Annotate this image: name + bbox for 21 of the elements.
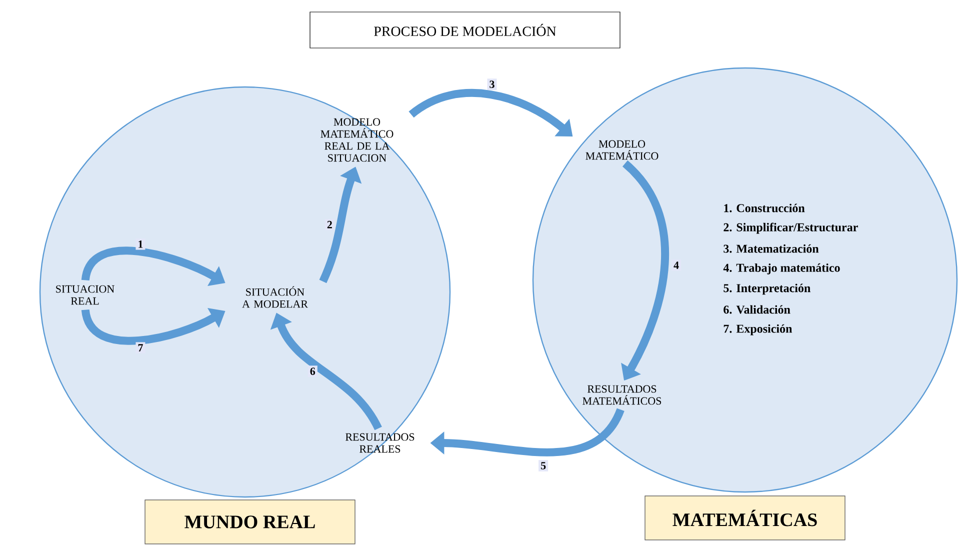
stage-label: SITUACION REAL	[56, 285, 114, 305]
list-item: 4. Trabajo matemático	[723, 263, 840, 274]
edge-label: 4	[672, 260, 682, 271]
title-box: PROCESO DE MODELACIÓN	[310, 12, 620, 48]
list-item: 2. Simplificar/Estructurar	[724, 222, 858, 234]
stage-label: RESULTADOS MATEMÁTICOS	[582, 385, 662, 405]
list-item: 1. Construcción	[724, 204, 805, 212]
circle	[532, 67, 958, 493]
stage-label: MODELO MATEMÁTICO	[586, 140, 658, 160]
edge-label: 7	[136, 342, 146, 354]
label-box: MUNDO REAL	[144, 500, 356, 544]
edge-label: 1	[136, 238, 146, 250]
list-item: 3. Matematización	[724, 244, 819, 253]
list-item: 6. Validación	[724, 305, 790, 314]
label-box: MATEMÁTICAS	[644, 496, 846, 540]
circle	[39, 86, 451, 498]
stage-label: MODELO MATEMÁTICO REAL DE LA SITUACION	[320, 118, 394, 162]
stage-label: SITUACIÓN A MODELAR	[242, 286, 308, 308]
edge-label: 5	[538, 460, 548, 472]
list-item: 7. Exposición	[724, 324, 792, 336]
list-item: 5. Interpretación	[724, 284, 810, 295]
